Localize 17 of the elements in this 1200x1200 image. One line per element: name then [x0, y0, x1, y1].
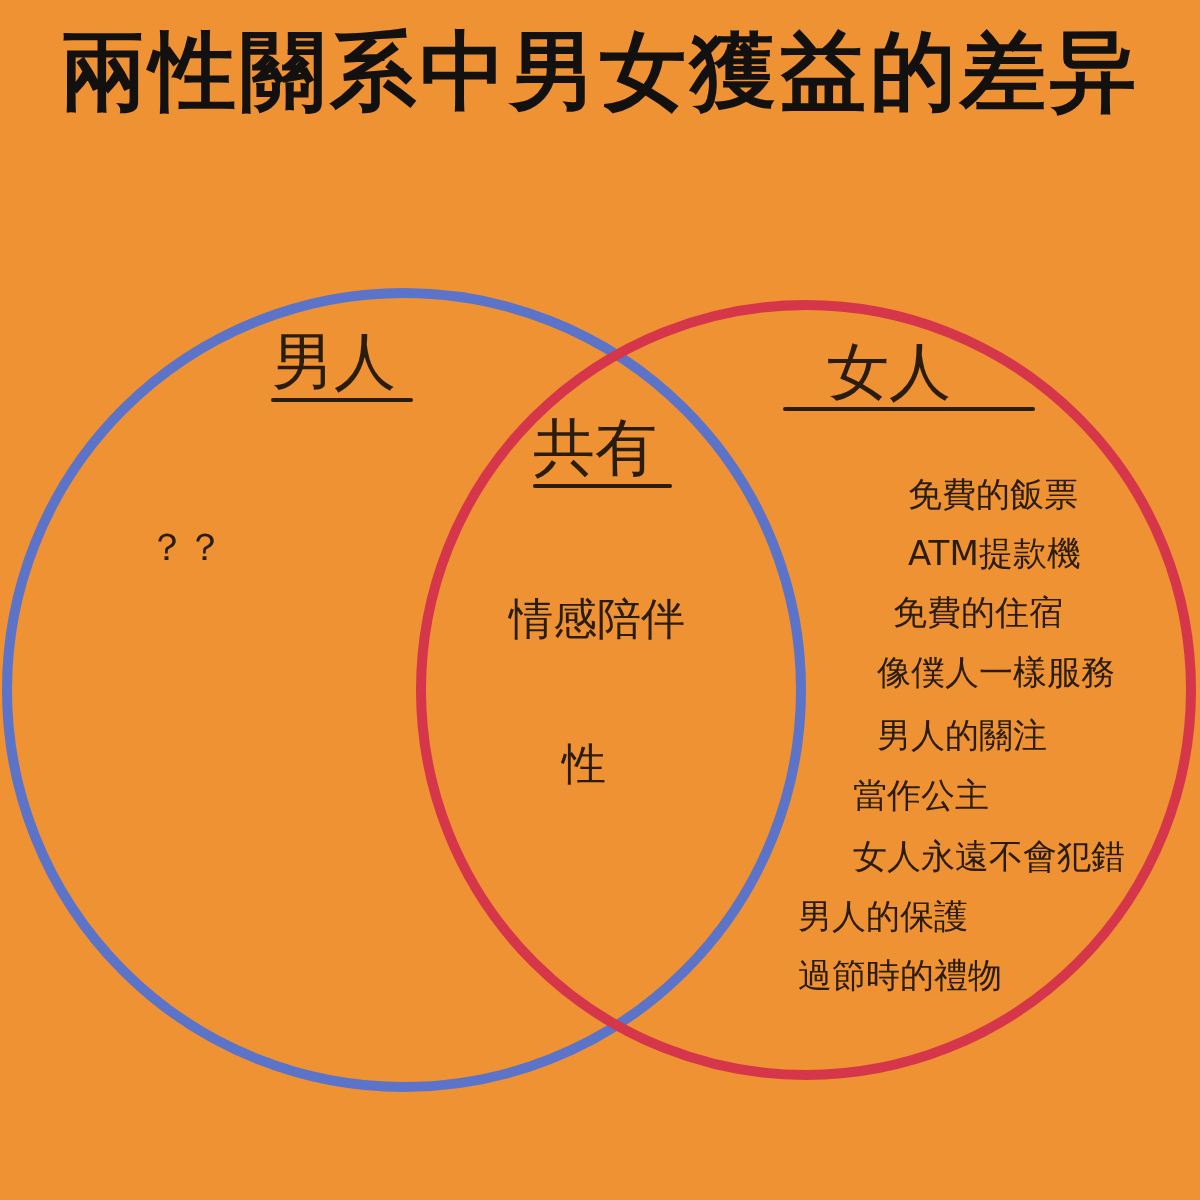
set-item: 當作公主: [853, 776, 989, 816]
diagram-title: 兩性關系中男女獲益的差异: [60, 26, 1140, 117]
set-heading: 女人: [827, 336, 951, 408]
set-item: 女人永遠不會犯錯: [853, 837, 1125, 877]
overlap-item: 情感陪伴: [509, 594, 685, 645]
set-item: 免費的飯票: [908, 475, 1078, 515]
set-item: 像僕人一樣服務: [877, 653, 1115, 693]
set-item: 免費的住宿: [893, 593, 1063, 633]
overlap-heading: 共有: [533, 412, 657, 484]
set-item: ATM提款機: [908, 534, 1081, 574]
set-heading: 男人: [272, 326, 396, 398]
overlap-item: 性: [562, 739, 606, 790]
venn-circle: [416, 300, 1196, 1080]
set-item: 男人的保護: [798, 897, 968, 937]
set-item: ？？: [148, 526, 224, 570]
set-item: 男人的關注: [877, 716, 1047, 756]
set-item: 過節時的禮物: [798, 956, 1002, 996]
